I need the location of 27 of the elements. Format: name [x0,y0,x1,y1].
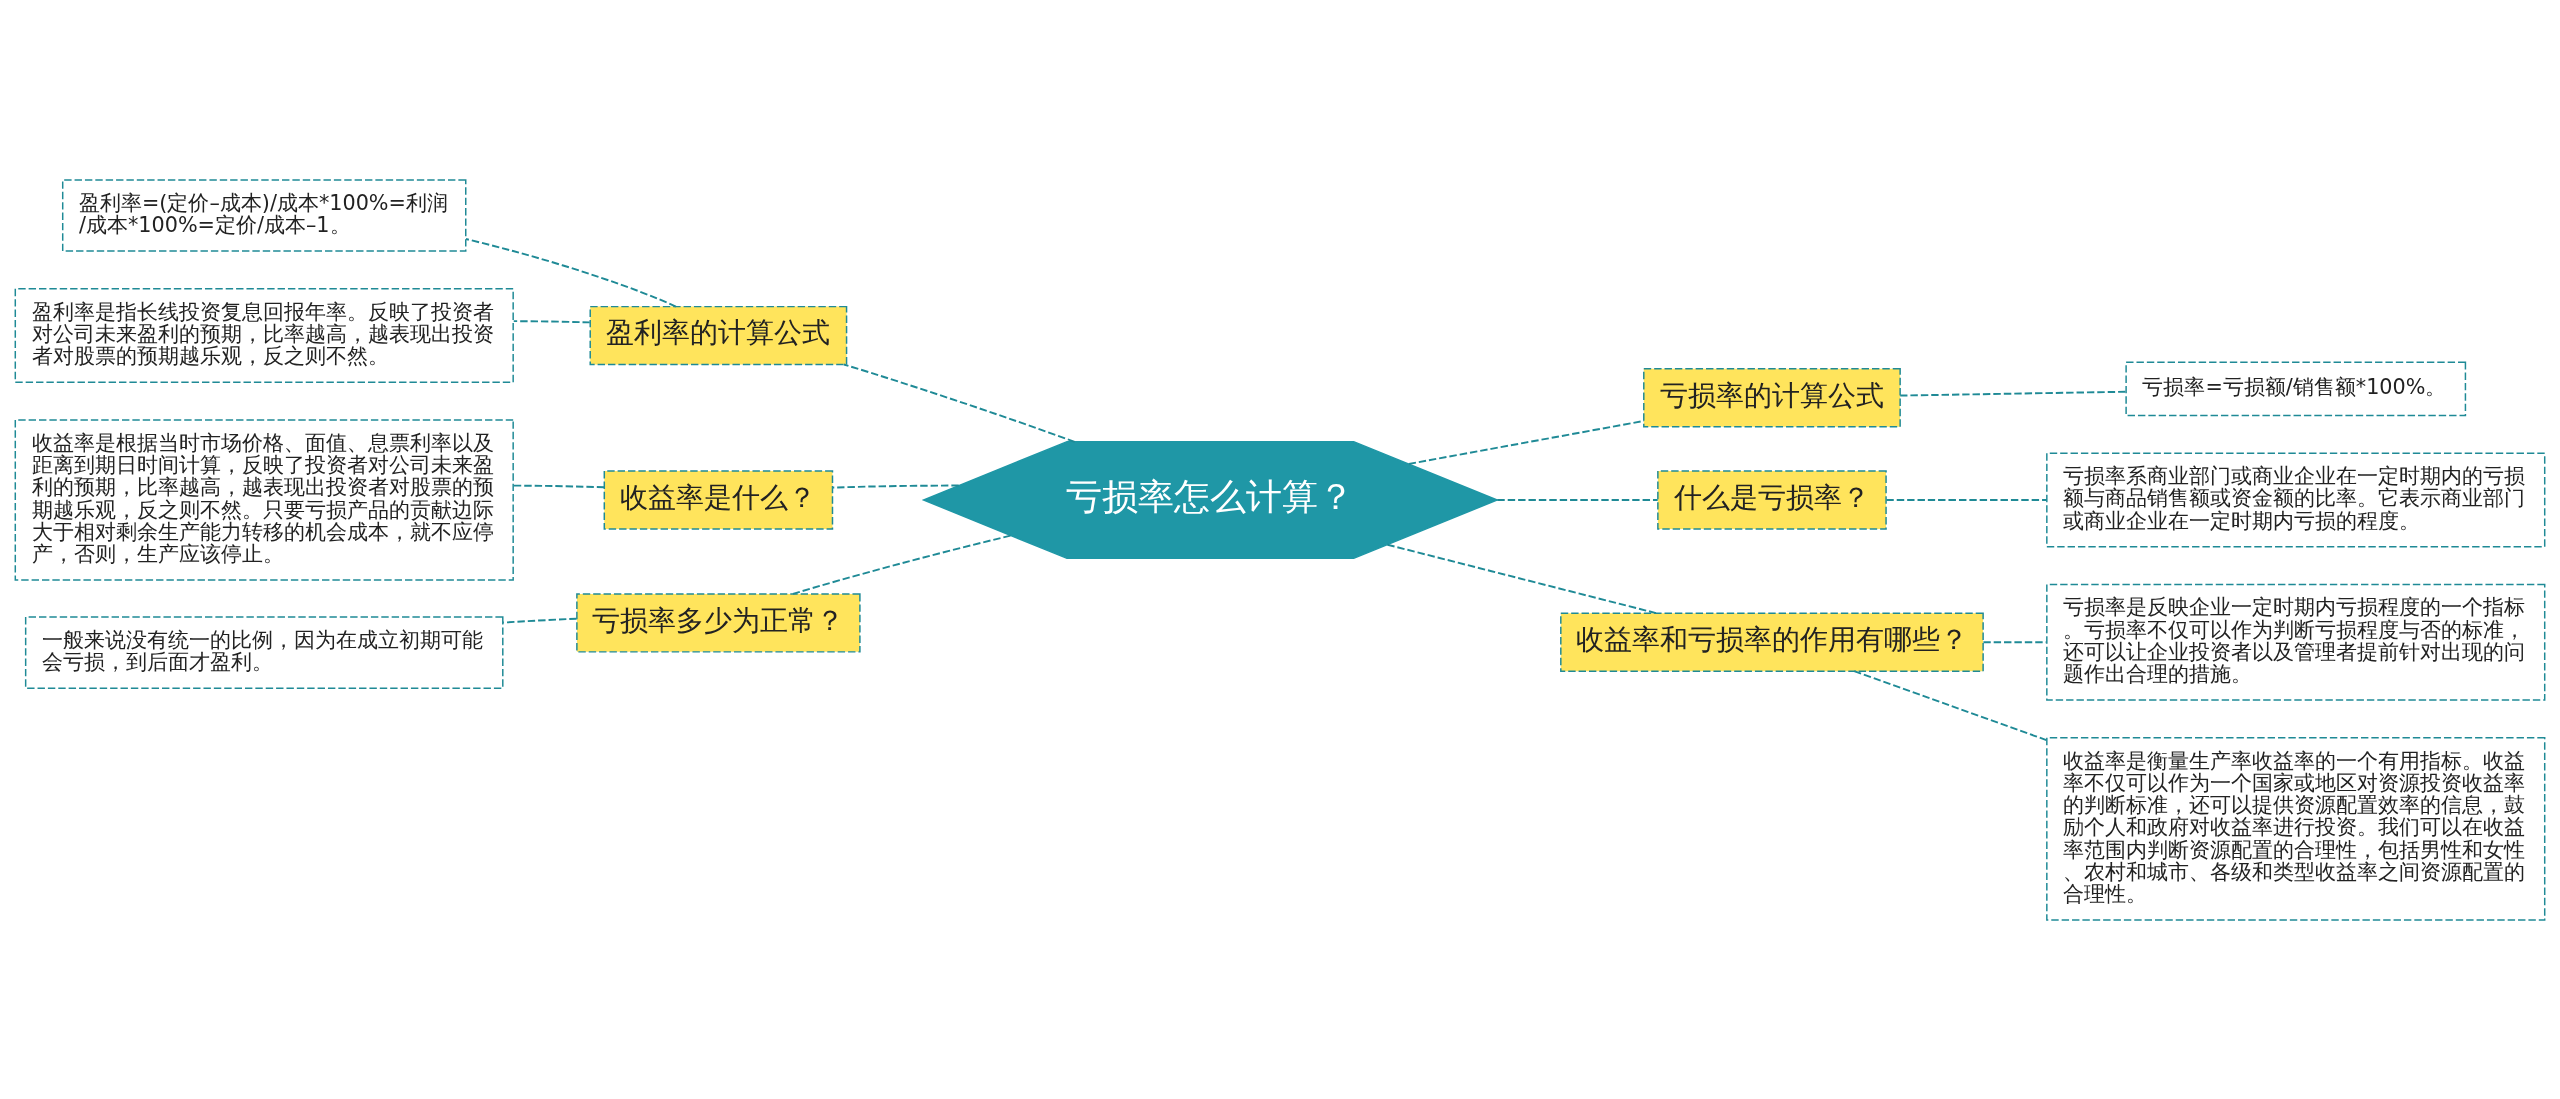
connector [831,484,960,489]
connector [842,363,1076,443]
node-box: 收益率是衡量生产率收益率的一个有用指标。收益率不仅可以作为一个国家或地区对资源投资收益率的判断标准，还可以提供资源配置效率的信息，鼓励个人和政府对收益率进行投资。我们可以在收益率范围内判断资源配置的合理性，包括男性和女性、农村和城市、各级和类型收益率之间资源配置的合理性。 [2046,736,2546,921]
node-box: 收益率是什么？ [603,469,834,530]
node-box: 亏损率的计算公式 [1643,367,1901,427]
node-box: 盈利率的计算公式 [589,305,848,365]
node-box: 亏损率多少为正常？ [576,592,861,653]
node-box: 一般来说没有统一的比例，因为在成立初期可能会亏损，到后面才盈利。 [24,615,504,689]
connector [1407,419,1645,465]
connector [1386,543,1658,614]
node-box: 盈利率是指长线投资复息回报年率。反映了投资者对公司未来盈利的预期，比率越高，越表现出投资者对股票的预期越乐观，反之则不然。 [14,287,514,383]
connector [1496,498,1659,501]
connector [465,237,677,307]
node-box: 收益率是根据当时市场价格、面值、息票利率以及距离到期日时间计算，反映了投资者对公司未来盈利的预期，比率越高，越表现出投资者对股票的预期越乐观，反之则不然。只要亏损产品的贡献边际大于相对剩余生产能力转移的机会成本，就不应停产，否则，生产应该停止。 [14,418,514,581]
node-box: 收益率和亏损率的作用有哪些？ [1560,612,1984,672]
node-box: 亏损率是反映企业一定时期内亏损程度的一个指标。亏损率不仅可以作为判断亏损程度与否的标准，还可以让企业投资者以及管理者提前针对出现的问题作出合理的措施。 [2046,583,2546,701]
connector [512,484,606,488]
connector [791,534,1012,595]
node-box: 什么是亏损率？ [1657,469,1887,530]
node-box: 亏损率=亏损额/销售额*100%。 [2125,360,2467,416]
connector [1899,390,2127,397]
connector [1885,498,2048,501]
connector [1853,669,2048,741]
connector [502,617,578,624]
connector [512,319,591,323]
node-box: 盈利率=(定价–成本)/成本*100%=利润/成本*100%=定价/成本–1。 [61,178,467,252]
node-box: 亏损率系商业部门或商业企业在一定时期内的亏损额与商品销售额或资金额的比率。它表示商业部门或商业企业在一定时期内亏损的程度。 [2046,452,2546,547]
